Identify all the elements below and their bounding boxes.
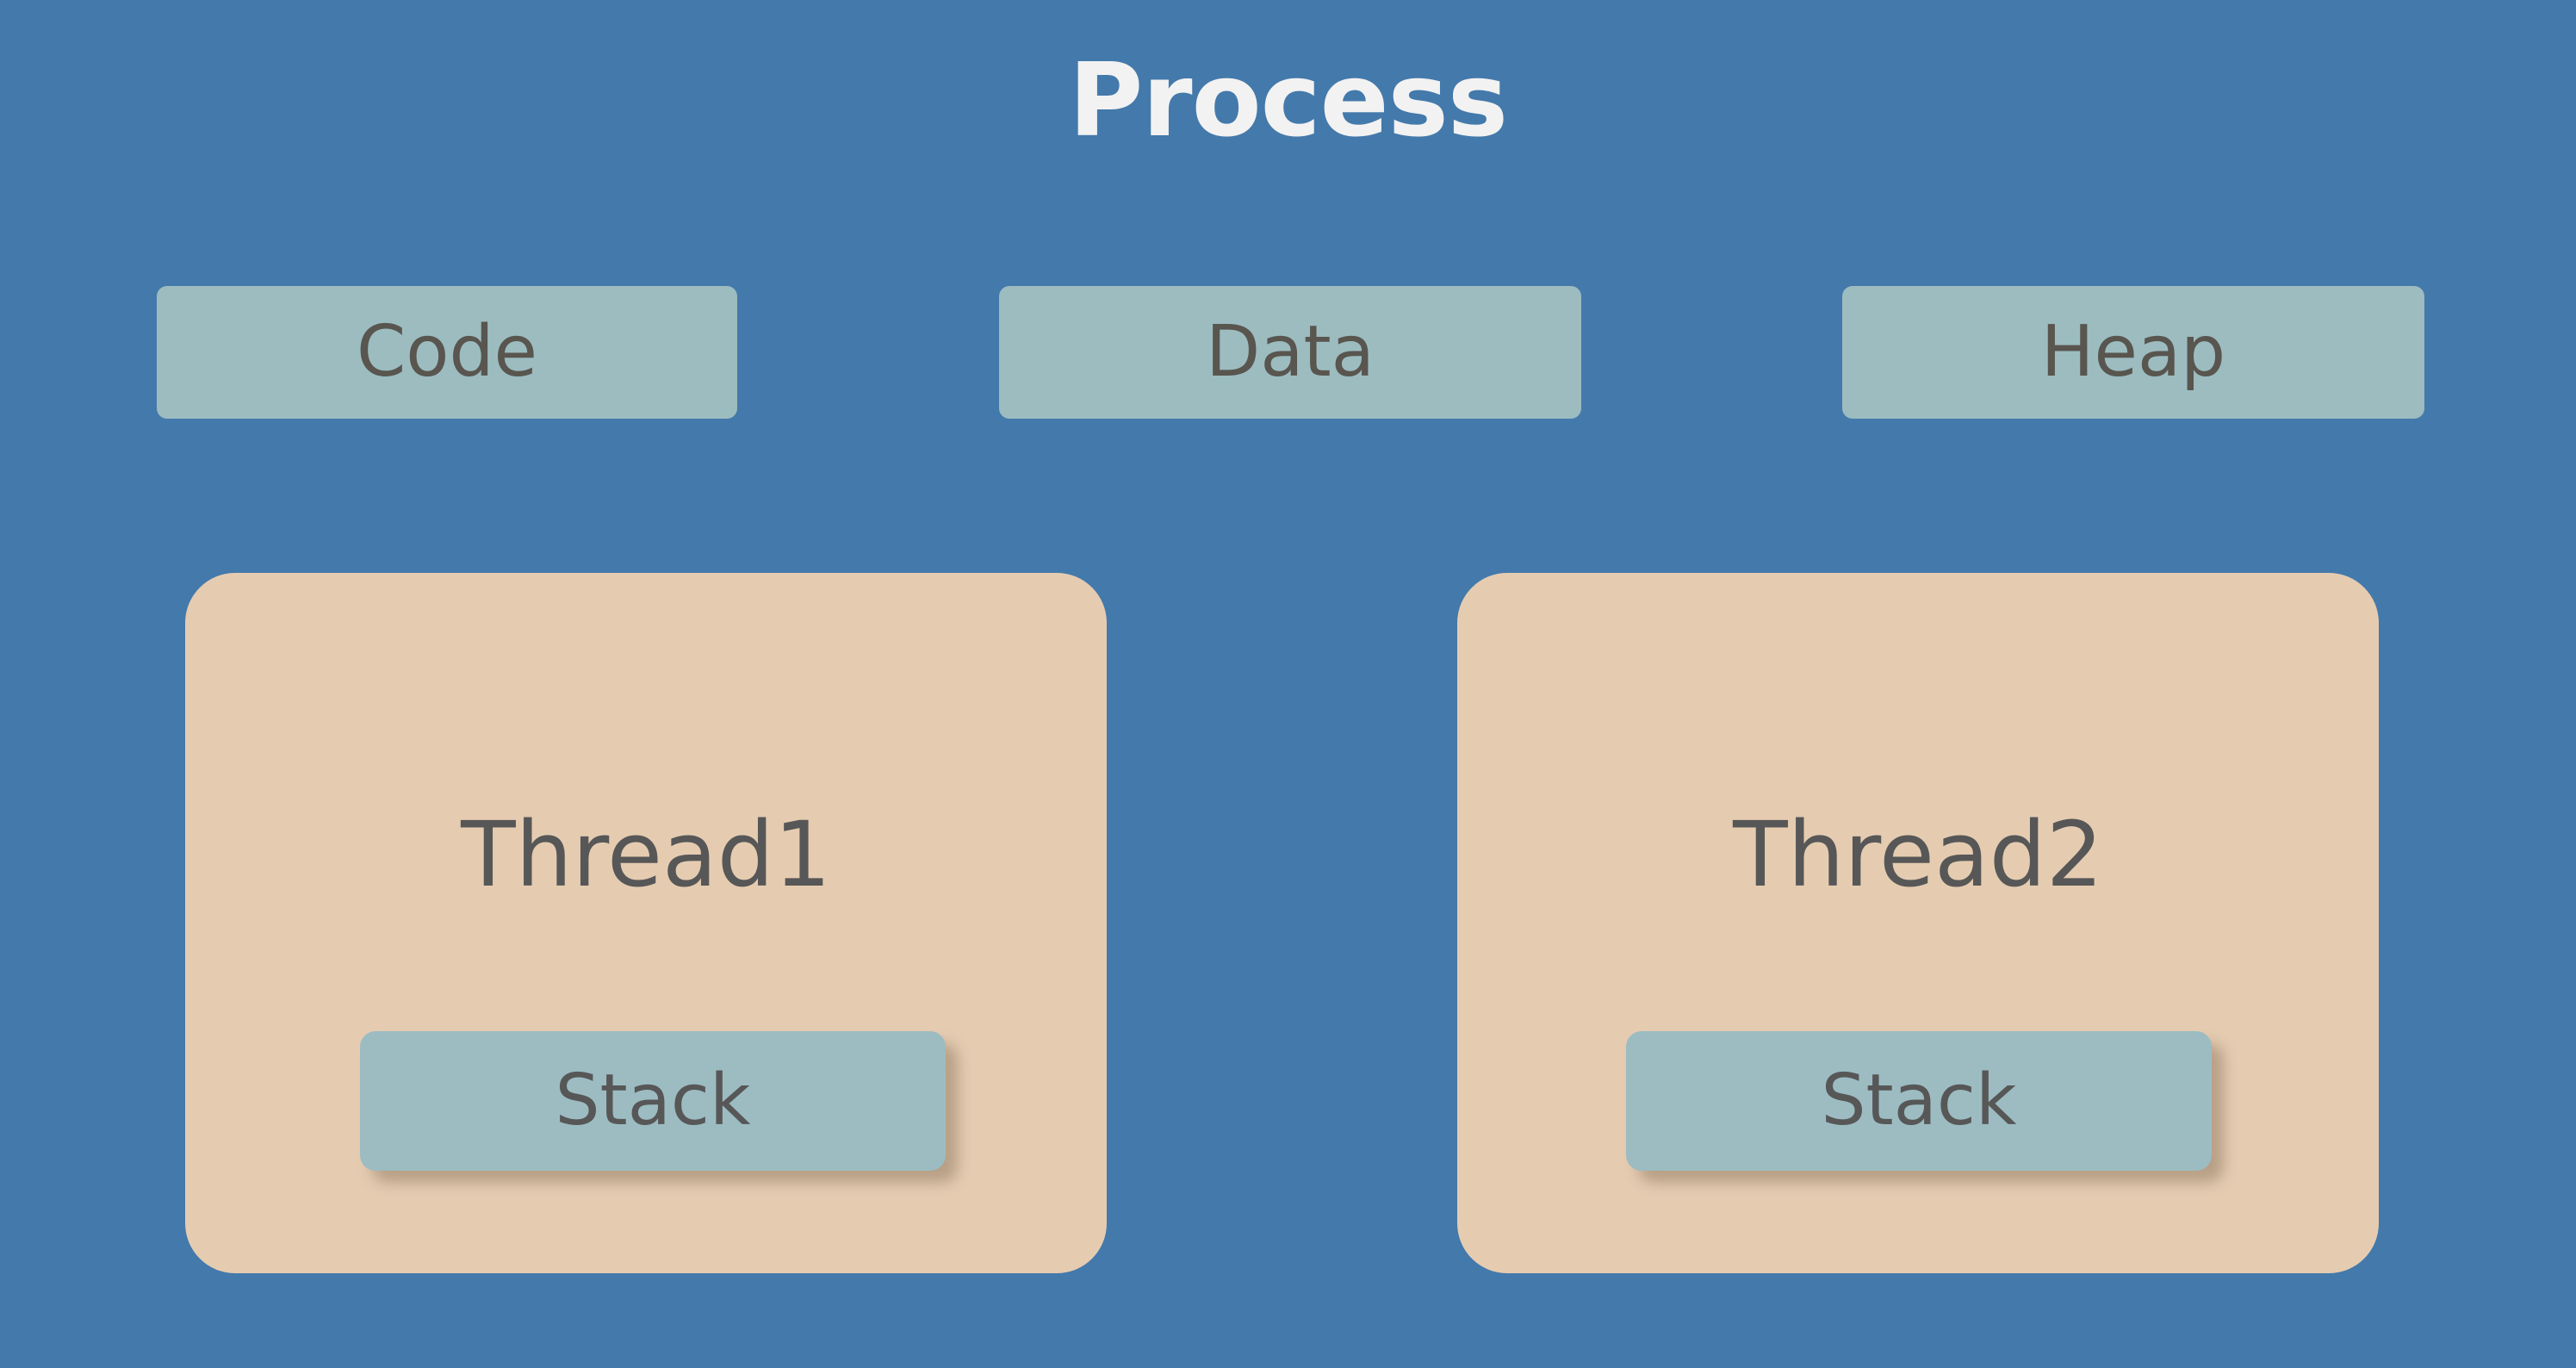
memory-segment-data: Data [999,286,1581,419]
memory-segment-code: Code [157,286,737,419]
thread-card-2: Thread2 Stack [1457,573,2379,1273]
memory-segment-data-label: Data [1206,311,1375,393]
thread-card-1: Thread1 Stack [185,573,1107,1273]
page-title: Process [1068,40,1508,159]
memory-segment-code-label: Code [357,311,537,393]
thread-1-stack-box: Stack [360,1031,946,1171]
thread-card-1-label: Thread1 [461,802,831,907]
thread-card-2-label: Thread2 [1733,802,2103,907]
memory-segment-heap-label: Heap [2040,311,2226,393]
memory-segment-heap: Heap [1842,286,2424,419]
thread-2-stack-box: Stack [1626,1031,2212,1171]
thread-2-stack-label: Stack [1821,1060,2017,1141]
thread-1-stack-label: Stack [555,1060,751,1141]
